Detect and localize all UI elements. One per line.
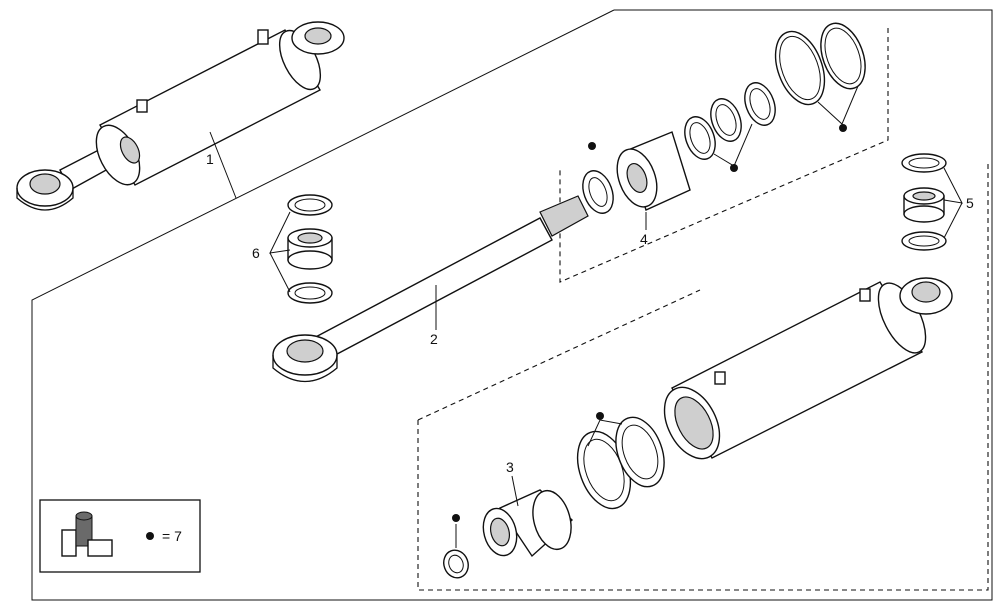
large-o-rings[interactable] <box>766 17 873 125</box>
seal-kit-6[interactable] <box>269 194 333 304</box>
cylinder-barrel[interactable] <box>653 276 953 468</box>
exploded-view-frame <box>31 9 993 601</box>
gland-3[interactable] <box>478 475 577 559</box>
piston-seal-rings[interactable] <box>679 79 780 167</box>
legend-dot-icon <box>146 532 154 540</box>
gland-seal-rings[interactable] <box>568 411 673 516</box>
seal-kit-icon <box>61 511 113 557</box>
seal-dot-marker <box>839 124 847 132</box>
seal-dot-marker <box>588 142 596 150</box>
callout-2: 2 <box>430 331 438 347</box>
bottom-subassembly-boundary-top <box>417 289 701 421</box>
legend-box: = 7 <box>39 499 201 573</box>
seal-dot-marker <box>730 164 738 172</box>
seal-dot-marker <box>452 514 460 522</box>
callout-3: 3 <box>506 459 514 475</box>
assembled-cylinder-1[interactable] <box>16 21 345 211</box>
callout-1: 1 <box>206 151 214 167</box>
seal-dot-marker <box>596 412 604 420</box>
callout-5: 5 <box>966 195 974 211</box>
piston-4[interactable] <box>577 131 691 230</box>
piston-rod-2[interactable] <box>272 195 589 382</box>
wiper-ring[interactable] <box>440 524 472 581</box>
seal-kit-5[interactable] <box>901 153 963 251</box>
bottom-subassembly-boundary <box>417 160 989 591</box>
callout-4: 4 <box>640 231 648 247</box>
legend-label: = 7 <box>162 528 182 544</box>
callout-6: 6 <box>252 245 260 261</box>
